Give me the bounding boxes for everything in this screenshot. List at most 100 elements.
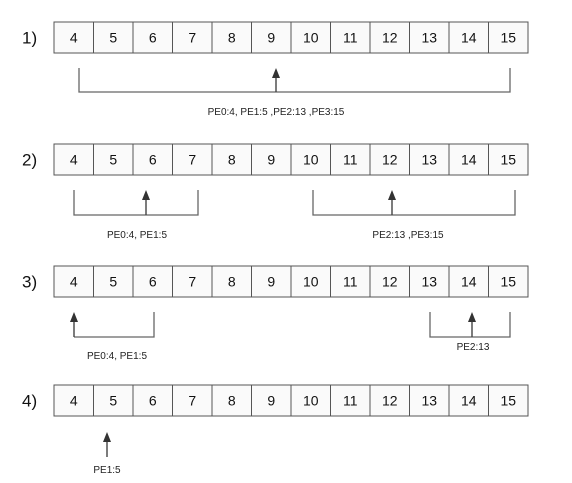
- array-cell-value: 11: [343, 393, 358, 409]
- array-cell-box: [251, 143, 292, 176]
- array-cell-value: 8: [228, 30, 236, 46]
- array-cell-value: 10: [303, 152, 319, 168]
- midpoint-arrow: [388, 190, 396, 215]
- array-cell-value: 4: [70, 30, 78, 46]
- array-cell-value: 6: [149, 152, 157, 168]
- range-bracket: [312, 190, 516, 216]
- step-label: 1): [22, 29, 37, 48]
- array-cell: 7: [172, 384, 213, 417]
- arrow-up-icon: [468, 312, 476, 322]
- array-cell-box: [488, 265, 529, 298]
- array-cell-value: 6: [149, 30, 157, 46]
- array-cell-value: 12: [382, 152, 398, 168]
- array-cell: 12: [369, 265, 410, 298]
- array-cell-box: [290, 265, 331, 298]
- array-cell-box: [330, 21, 371, 54]
- array-cell-value: 11: [343, 152, 358, 168]
- step-label: 3): [22, 273, 37, 292]
- array-cell-box: [330, 143, 371, 176]
- array-cell-box: [369, 384, 410, 417]
- array-cell: 14: [448, 143, 489, 176]
- array-cell-box: [53, 143, 94, 176]
- array-cell: 12: [369, 21, 410, 54]
- array-cell-value: 13: [421, 393, 437, 409]
- array-cell-box: [93, 143, 134, 176]
- midpoint-arrow: [468, 312, 476, 337]
- range-bracket: [73, 190, 199, 216]
- array-cell-value: 4: [70, 274, 78, 290]
- array-cell-box: [290, 143, 331, 176]
- array-cell-value: 10: [303, 274, 319, 290]
- array-cell: 5: [93, 143, 134, 176]
- array-cell: 11: [330, 21, 371, 54]
- array-cell-box: [448, 265, 489, 298]
- array-cell-box: [488, 384, 529, 417]
- pe-group: PE2:13 ,PE3:15: [312, 190, 516, 241]
- array-cell: 8: [211, 265, 252, 298]
- array-cell-value: 11: [343, 30, 358, 46]
- array-cell-value: 15: [500, 30, 516, 46]
- array-cell-value: 9: [267, 152, 275, 168]
- array-cell-value: 7: [188, 393, 196, 409]
- pe-caption: PE1:5: [93, 465, 121, 476]
- array-cell-box: [369, 265, 410, 298]
- array-cell: 8: [211, 21, 252, 54]
- array-cell-box: [251, 21, 292, 54]
- pe-group: PE0:4, PE1:5 ,PE2:13 ,PE3:15: [78, 68, 511, 118]
- array-cell: 6: [132, 21, 173, 54]
- array-cell-value: 7: [188, 152, 196, 168]
- pe-caption: PE0:4, PE1:5: [107, 230, 167, 241]
- midpoint-arrow: [272, 68, 280, 92]
- arrow-up-icon: [388, 190, 396, 200]
- array-cell-value: 12: [382, 274, 398, 290]
- arrow-up-icon: [272, 68, 280, 78]
- array-cell-box: [53, 21, 94, 54]
- array-cell-box: [93, 21, 134, 54]
- array-cell-value: 12: [382, 30, 398, 46]
- result-arrow: [103, 432, 111, 457]
- array-cell: 4: [53, 265, 94, 298]
- array-cell-value: 7: [188, 274, 196, 290]
- pe-caption: PE0:4, PE1:5: [87, 351, 147, 362]
- array-cell: 10: [290, 265, 331, 298]
- array-cell: 14: [448, 384, 489, 417]
- array-cell-box: [369, 21, 410, 54]
- array-cell: 12: [369, 384, 410, 417]
- array-cell-value: 6: [149, 274, 157, 290]
- array-cell-box: [93, 265, 134, 298]
- pe-caption: PE0:4, PE1:5 ,PE2:13 ,PE3:15: [208, 107, 345, 118]
- array-cell-box: [211, 21, 252, 54]
- array-cell: 4: [53, 384, 94, 417]
- array-cell-value: 12: [382, 393, 398, 409]
- array-cell: 9: [251, 265, 292, 298]
- array-cell: 5: [93, 265, 134, 298]
- array-cell: 13: [409, 21, 450, 54]
- pe-group: PE0:4, PE1:5: [73, 190, 199, 241]
- pe-group: PE2:13: [429, 312, 511, 353]
- midpoint-arrow: [70, 312, 78, 337]
- array-cell-value: 15: [500, 393, 516, 409]
- array-cell-box: [53, 265, 94, 298]
- array-cell-box: [211, 384, 252, 417]
- array-cell-value: 9: [267, 274, 275, 290]
- array-cell: 14: [448, 265, 489, 298]
- array-cell: 9: [251, 21, 292, 54]
- array-cell: 12: [369, 143, 410, 176]
- array-cell-box: [488, 143, 529, 176]
- array-cell-box: [330, 384, 371, 417]
- array-cell: 9: [251, 384, 292, 417]
- array-cell: 6: [132, 384, 173, 417]
- array-cell-value: 14: [461, 30, 477, 46]
- array-cell: 7: [172, 143, 213, 176]
- array-cell-box: [488, 21, 529, 54]
- arrow-up-icon: [142, 190, 150, 200]
- array-cell-value: 15: [500, 152, 516, 168]
- array-cell: 5: [93, 384, 134, 417]
